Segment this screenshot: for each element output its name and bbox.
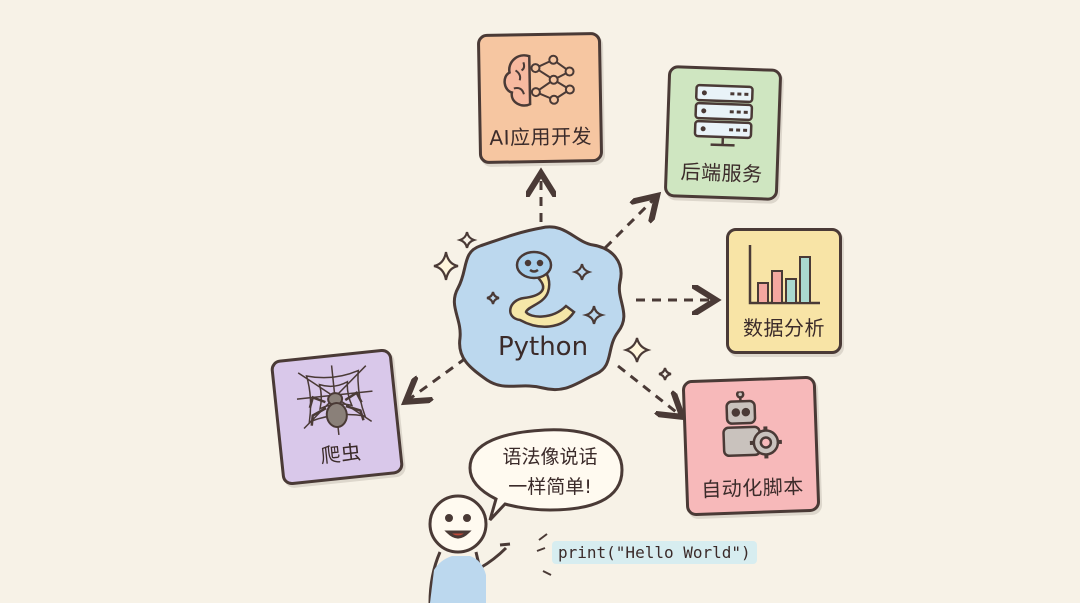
card-data-analysis[interactable]: 数据分析 xyxy=(726,228,842,354)
code-snippet: print("Hello World") xyxy=(552,541,757,564)
speech-bubble-text: 语法像说话 一样简单! xyxy=(485,442,615,502)
speech-bubble xyxy=(468,428,624,522)
card-label-data: 数据分析 xyxy=(743,316,825,340)
figure-shirt xyxy=(430,556,486,603)
snake-icon xyxy=(509,250,576,328)
brain-network-icon xyxy=(503,54,575,107)
card-label-automation: 自动化脚本 xyxy=(700,474,805,502)
speech-line-2: 一样简单! xyxy=(508,476,592,498)
card-backend[interactable]: 后端服务 xyxy=(663,65,783,201)
server-icon xyxy=(693,83,754,147)
arrow-to-automation xyxy=(617,364,680,415)
speech-line-1: 语法像说话 xyxy=(502,446,598,468)
bar-chart-icon xyxy=(748,245,820,305)
card-ai-app-dev[interactable]: AI应用开发 xyxy=(476,31,604,165)
sparkle-icons xyxy=(433,231,672,381)
arrow-to-backend xyxy=(603,198,655,250)
card-automation-script[interactable]: 自动化脚本 xyxy=(681,375,821,517)
robot-gear-icon xyxy=(722,390,782,459)
arrow-to-crawler xyxy=(408,356,467,400)
spider-web-icon xyxy=(296,365,373,435)
python-label: Python xyxy=(497,332,589,362)
card-label-crawler: 爬虫 xyxy=(319,439,363,468)
code-motion-ticks xyxy=(536,533,552,576)
card-crawler[interactable]: 爬虫 xyxy=(269,347,405,487)
card-label-backend: 后端服务 xyxy=(680,159,763,187)
card-label-ai: AI应用开发 xyxy=(489,124,593,150)
